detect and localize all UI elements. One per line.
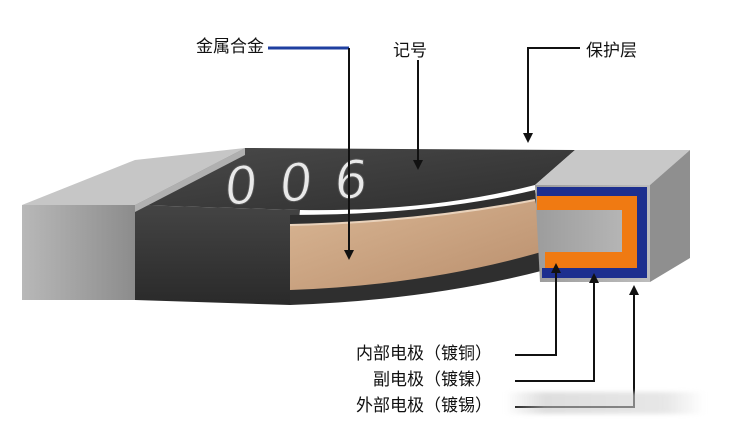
label-protective-layer: 保护层 xyxy=(586,41,637,61)
left-terminal xyxy=(22,148,245,300)
label-inner-electrode: 内部电极（镀铜） xyxy=(356,344,492,364)
nickel-layer xyxy=(537,187,647,278)
copper-layer xyxy=(537,196,637,268)
label-secondary-electrode: 副电极（镀镍） xyxy=(373,370,492,390)
label-metal-alloy: 金属合金 xyxy=(196,37,264,57)
label-marking: 记号 xyxy=(393,41,427,61)
blurred-watermark xyxy=(505,392,705,414)
label-outer-electrode: 外部电极（镀锡） xyxy=(356,396,492,416)
chip-marking: 006 xyxy=(222,149,392,218)
right-terminal xyxy=(535,150,690,282)
